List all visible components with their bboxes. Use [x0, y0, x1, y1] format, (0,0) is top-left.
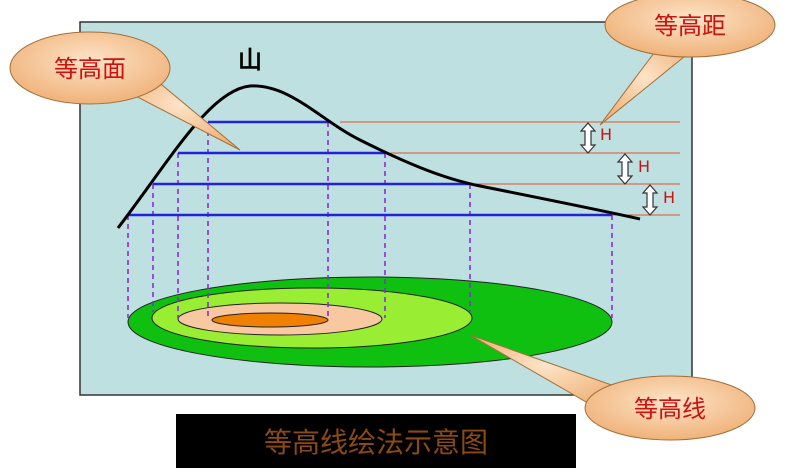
mountain-label: 山	[238, 46, 262, 74]
callout-contour-surface: 等高面	[9, 31, 241, 151]
diagram-title: 等高线绘法示意图	[264, 426, 488, 459]
callout-contour-surface-text: 等高面	[54, 55, 126, 83]
interval-h-labels: H H H	[600, 125, 675, 207]
callout-contour-interval-text: 等高距	[654, 12, 726, 40]
h-label-1: H	[600, 125, 612, 144]
callout-contour-interval: 等高距	[599, 0, 776, 126]
projection-lines	[127, 122, 613, 318]
summit-contour	[211, 312, 329, 328]
h-label-3: H	[663, 188, 675, 207]
callout-contour-line: 等高线	[469, 334, 756, 441]
contour-surfaces	[128, 120, 612, 217]
callout-contour-line-text: 等高线	[634, 395, 706, 423]
double-arrow-icons	[579, 122, 659, 216]
h-label-2: H	[638, 157, 650, 176]
title-box	[176, 414, 576, 468]
